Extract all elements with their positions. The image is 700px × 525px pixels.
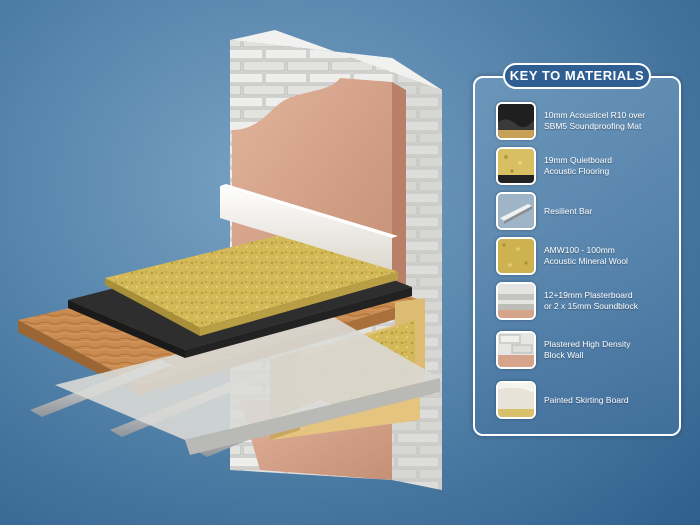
acoustic-mat-swatch-icon — [496, 102, 536, 140]
key-item-acoustic-mat: 10mm Acousticel R10 over SBM5 Soundproof… — [496, 101, 676, 141]
key-item-line2: SBM5 Soundproofing Mat — [544, 121, 642, 131]
key-item-line1: Painted Skirting Board — [544, 394, 629, 405]
key-item-block-wall: Plastered High Density Block Wall — [496, 330, 676, 370]
key-item-line2: Acoustic Mineral Wool — [544, 256, 628, 266]
key-item-quietboard: 19mm Quietboard Acoustic Flooring — [496, 146, 676, 186]
key-item-resilient-bar: Resilient Bar — [496, 191, 676, 231]
key-item-line1: 10mm Acousticel R10 over — [544, 110, 646, 120]
ceiling-plasterboard — [55, 315, 440, 455]
key-item-line2: Block Wall — [544, 350, 584, 360]
key-item-line2: Acoustic Flooring — [544, 166, 610, 176]
plasterboard-swatch-icon — [496, 282, 536, 320]
key-item-mineral-wool: AMW100 - 100mm Acoustic Mineral Wool — [496, 236, 676, 276]
skirting-board — [220, 184, 398, 270]
key-item-line1: Resilient Bar — [544, 205, 593, 216]
key-item-line2: or 2 x 15mm Soundblock — [544, 301, 639, 311]
key-item-skirting-board: Painted Skirting Board — [496, 380, 676, 420]
skirting-board-swatch-icon — [496, 381, 536, 419]
quietboard-flooring — [105, 230, 398, 336]
key-item-plasterboard: 12+19mm Plasterboard or 2 x 15mm Soundbl… — [496, 281, 676, 321]
mineral-wool-swatch-icon — [496, 237, 536, 275]
key-item-line1: 12+19mm Plasterboard — [544, 290, 633, 300]
key-item-line1: 19mm Quietboard — [544, 155, 613, 165]
resilient-bar-swatch-icon — [496, 192, 536, 230]
block-wall-swatch-icon — [496, 331, 536, 369]
key-item-line1: Plastered High Density — [544, 339, 631, 349]
key-item-line1: AMW100 - 100mm — [544, 245, 615, 255]
quietboard-swatch-icon — [496, 147, 536, 185]
key-title: KEY TO MATERIALS — [503, 63, 651, 89]
